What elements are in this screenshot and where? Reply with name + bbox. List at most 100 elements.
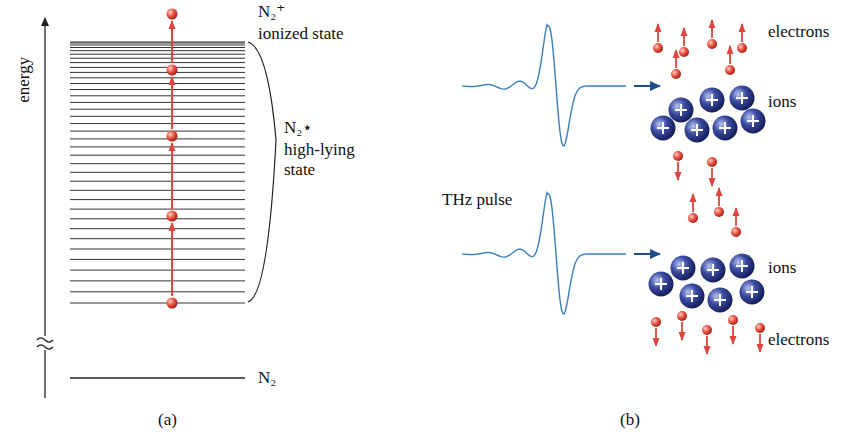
electron-arrow [655, 328, 657, 346]
label: N₂⁺ [258, 2, 285, 22]
energy-level [70, 209, 245, 210]
electron-arrow [675, 50, 677, 68]
electron [725, 65, 735, 75]
electron-arrow [706, 336, 708, 354]
electron [714, 207, 724, 217]
plus-sign [677, 262, 689, 274]
ion [740, 280, 765, 305]
energy-level [70, 280, 245, 281]
energy-level [70, 190, 245, 191]
plasma [649, 20, 766, 354]
energy-level [70, 50, 245, 51]
thz-waveform [462, 193, 626, 314]
ion [713, 116, 738, 141]
plus-sign [746, 286, 758, 298]
electron-arrow [759, 334, 761, 352]
plus-sign [675, 104, 687, 116]
energy-levels [70, 42, 245, 303]
plus-sign [736, 92, 748, 104]
ion [700, 88, 725, 113]
plus-sign [655, 278, 667, 290]
excitation-arrow [171, 77, 173, 129]
bracket [248, 42, 276, 302]
energy-level [70, 89, 245, 90]
energy-level [70, 131, 245, 132]
electron [755, 323, 765, 333]
electron-arrow [732, 326, 734, 344]
excitation-arrow [171, 21, 173, 63]
energy-level [70, 249, 245, 250]
energy-level [70, 58, 245, 59]
electron-arrow [718, 188, 720, 206]
electron [731, 227, 741, 237]
electron-arrow [681, 322, 683, 340]
energy-level [70, 163, 245, 164]
energy-level [70, 228, 245, 229]
label: THz pulse [442, 190, 512, 210]
energy-level [70, 102, 245, 103]
ground-level [70, 377, 245, 378]
electron-arrow [683, 28, 685, 46]
energy-level [70, 238, 245, 239]
plus-sign [714, 294, 726, 306]
energy-level [70, 218, 245, 219]
label: ionized state [258, 24, 343, 44]
label: electrons [768, 330, 829, 350]
label: (b) [620, 410, 640, 430]
axis-break [37, 338, 53, 349]
plus-sign [736, 260, 748, 272]
energy-level [70, 83, 245, 84]
label: ions [768, 92, 796, 112]
thz-waveform [462, 25, 626, 146]
electron [677, 311, 687, 321]
electron [167, 298, 178, 309]
plus-sign [657, 122, 669, 134]
energy-level [70, 95, 245, 96]
excitation-steps [167, 9, 178, 309]
plus-sign [686, 290, 698, 302]
electron-arrow [692, 194, 694, 212]
energy-level [70, 270, 245, 271]
electron-arrow [729, 46, 731, 64]
energy-level [70, 155, 245, 156]
energy-level [70, 116, 245, 117]
ion [741, 109, 766, 134]
energy-level [70, 45, 245, 46]
energy-level [70, 138, 245, 139]
ion [669, 98, 694, 123]
electron-arrow [711, 20, 713, 38]
electron [167, 65, 178, 76]
label: ions [768, 258, 796, 278]
ion [680, 284, 705, 309]
energy-level [70, 181, 245, 182]
ion [671, 256, 696, 281]
ion [708, 288, 733, 313]
ion [730, 254, 755, 279]
energy-level [70, 43, 245, 44]
excitation-arrow [171, 223, 173, 296]
energy-level [70, 54, 245, 55]
energy-level [70, 67, 245, 68]
label: energy [14, 57, 34, 103]
label: N₂⋆ [284, 118, 313, 138]
electron [167, 9, 178, 20]
energy-level [70, 172, 245, 173]
energy-level [70, 72, 245, 73]
plus-sign [719, 122, 731, 134]
electron-arrow [741, 24, 743, 42]
propagation-arrow [634, 253, 660, 255]
electron-arrow [735, 208, 737, 226]
electron-arrow [711, 168, 713, 186]
ion [701, 258, 726, 283]
electron-arrow [677, 162, 679, 180]
energy-level [70, 47, 245, 48]
ion [730, 86, 755, 111]
label: N₂ [258, 368, 276, 388]
electron [167, 211, 178, 222]
electron [707, 39, 717, 49]
electron [702, 325, 712, 335]
ion [649, 272, 674, 297]
energy-level [70, 77, 245, 78]
